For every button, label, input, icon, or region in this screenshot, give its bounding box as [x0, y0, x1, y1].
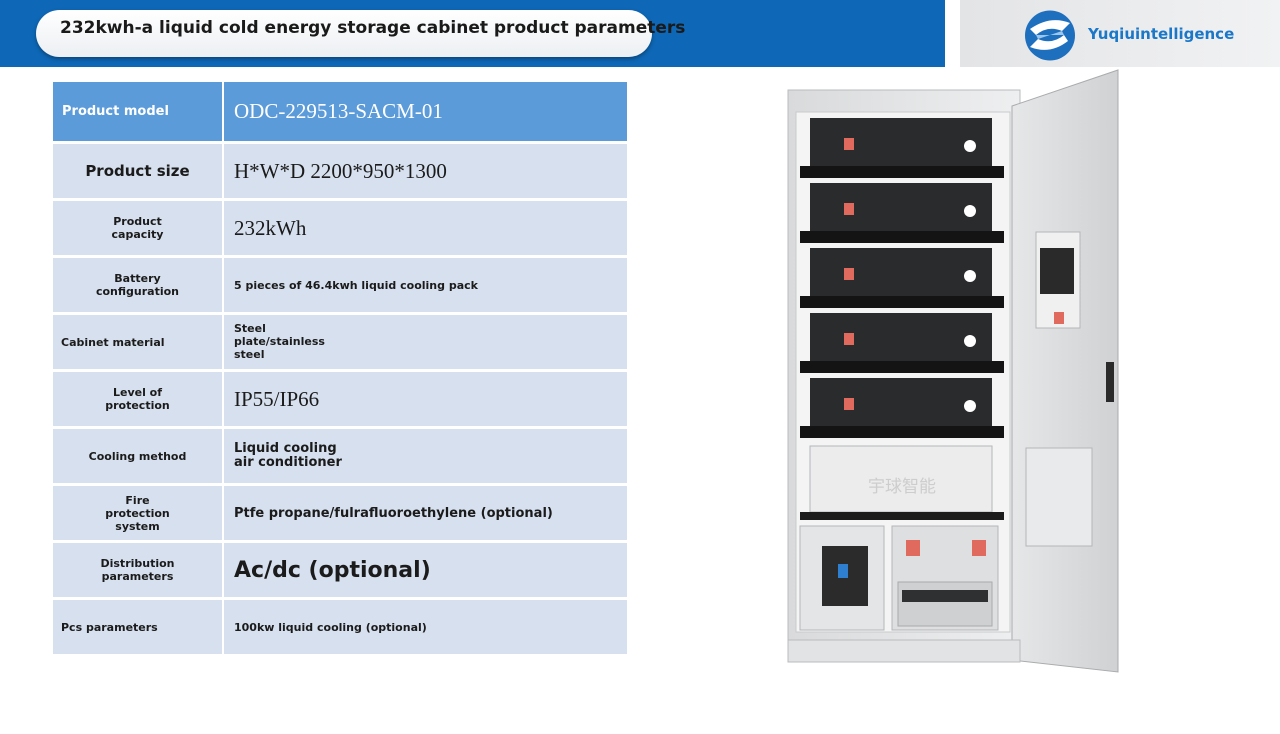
- brand-name: Yuqiuintelligence: [1088, 25, 1235, 43]
- param-label: Cooling method: [53, 429, 224, 486]
- param-label: Battery configuration: [53, 258, 224, 315]
- watermark-text: 宇球智能: [868, 477, 936, 497]
- param-label-text: Fire protection system: [105, 493, 170, 533]
- table-row: Fire protection system Ptfe propane/fulr…: [53, 486, 627, 543]
- param-value-text: 5 pieces of 46.4kwh liquid cooling pack: [234, 279, 478, 292]
- param-label: Cabinet material: [53, 315, 224, 372]
- param-label-text: Level of protection: [105, 386, 170, 412]
- table-row: Product capacity 232kWh: [53, 201, 627, 258]
- logo-panel: [960, 0, 1280, 67]
- param-value: 232kWh: [224, 201, 627, 258]
- param-value: 100kw liquid cooling (optional): [224, 600, 627, 657]
- param-label: Fire protection system: [53, 486, 224, 543]
- table-row: Distribution parameters Ac/dc (optional): [53, 543, 627, 600]
- table-row: Cabinet material Steel plate/stainless s…: [53, 315, 627, 372]
- param-value-text: 100kw liquid cooling (optional): [234, 621, 427, 634]
- title-pill: [36, 10, 652, 57]
- param-value-text: Liquid cooling air conditioner: [234, 440, 342, 470]
- param-value-text: IP55/IP66: [234, 386, 320, 411]
- param-value-text: ODC-229513-SACM-01: [234, 99, 443, 123]
- cabinet-product-image: 宇球智能: [787, 69, 1119, 673]
- param-label: Product model: [53, 82, 224, 144]
- param-value-text: Steel plate/stainless steel: [234, 321, 325, 361]
- parameter-table: Product model ODC-229513-SACM-01 Product…: [53, 82, 627, 657]
- param-value-text: H*W*D 2200*950*1300: [234, 158, 447, 183]
- param-label: Product capacity: [53, 201, 224, 258]
- param-label: Pcs parameters: [53, 600, 224, 657]
- param-value: Ac/dc (optional): [224, 543, 627, 600]
- brand-logo-icon: [1025, 10, 1075, 61]
- table-row: Level of protection IP55/IP66: [53, 372, 627, 429]
- param-value: H*W*D 2200*950*1300: [224, 144, 627, 201]
- param-label: Product size: [53, 144, 224, 201]
- param-label: Distribution parameters: [53, 543, 224, 600]
- param-value: IP55/IP66: [224, 372, 627, 429]
- table-row: Cooling method Liquid cooling air condit…: [53, 429, 627, 486]
- param-value: 5 pieces of 46.4kwh liquid cooling pack: [224, 258, 627, 315]
- table-row: Product model ODC-229513-SACM-01: [53, 82, 627, 144]
- table-row: Battery configuration 5 pieces of 46.4kw…: [53, 258, 627, 315]
- table-row: Product size H*W*D 2200*950*1300: [53, 144, 627, 201]
- param-value: Steel plate/stainless steel: [224, 315, 627, 372]
- param-value-text: 232kWh: [234, 215, 307, 240]
- param-label-text: Battery configuration: [95, 272, 180, 298]
- battery-packs: [810, 118, 992, 426]
- page-title: 232kwh-a liquid cold energy storage cabi…: [60, 18, 686, 38]
- param-label-text: Product capacity: [111, 215, 164, 241]
- param-value-text: Ac/dc (optional): [234, 557, 431, 583]
- param-value: Liquid cooling air conditioner: [224, 429, 627, 486]
- param-value: Ptfe propane/fulrafluoroethylene (option…: [224, 486, 627, 543]
- param-label-text: Distribution parameters: [100, 557, 175, 583]
- param-value-text: Ptfe propane/fulrafluoroethylene (option…: [234, 506, 553, 521]
- table-row: Pcs parameters 100kw liquid cooling (opt…: [53, 600, 627, 657]
- param-label: Level of protection: [53, 372, 224, 429]
- param-value: ODC-229513-SACM-01: [224, 82, 627, 144]
